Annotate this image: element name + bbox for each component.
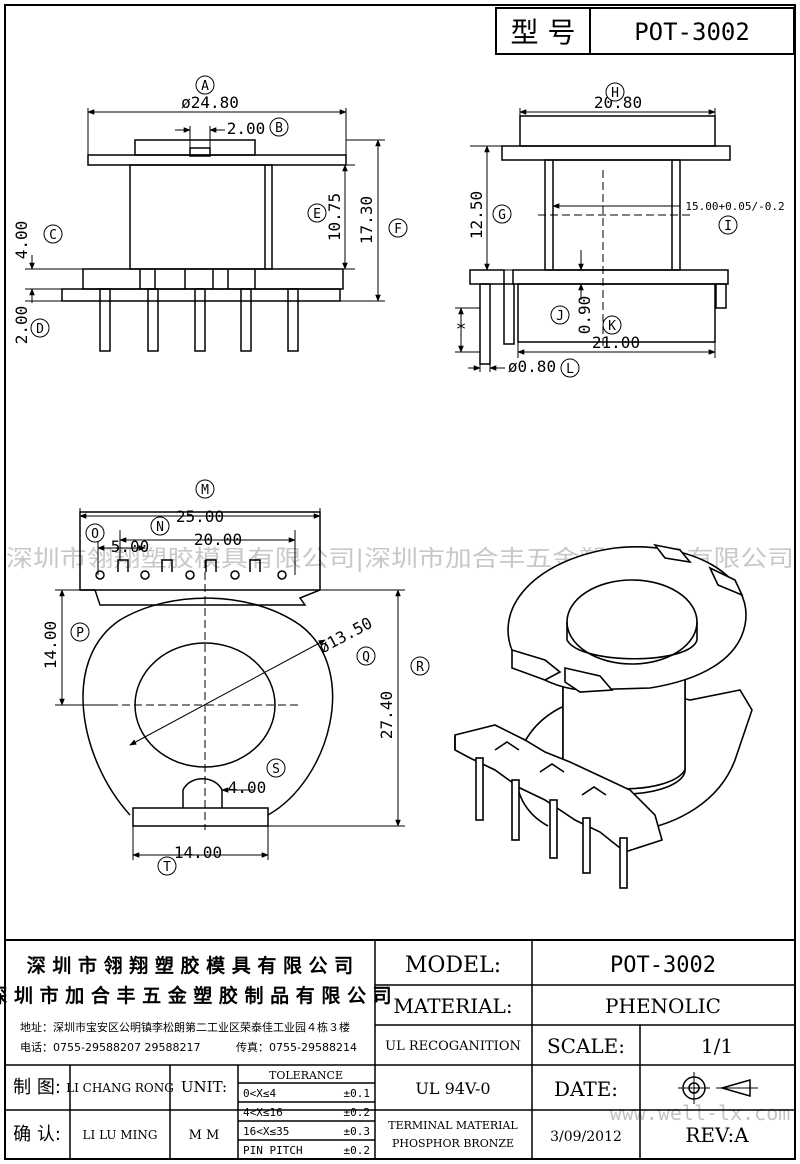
company-address: 地址：深圳市宝安区公明镇李松朗第二工业区荣泰佳工业园４栋３楼	[20, 1020, 350, 1034]
material-value: PHENOLIC	[605, 994, 721, 1018]
front-view	[25, 108, 385, 352]
callout-h: H	[611, 86, 619, 101]
unit-value: M M	[189, 1128, 220, 1143]
callout-t: T	[163, 860, 171, 875]
company-name-2: 深 圳 市 加 合 丰 五 金 塑 胶 制 品 有 限 公 司	[0, 984, 392, 1007]
callout-a: A	[201, 79, 209, 94]
dim-r: 27.40	[377, 691, 396, 739]
callout-f: F	[394, 222, 402, 237]
dim-g: 12.50	[467, 191, 486, 239]
front-view-callouts: A B E F C D	[30, 75, 408, 338]
dim-t: 14.00	[174, 843, 222, 862]
callout-p: P	[76, 626, 84, 641]
ul-value: UL 94V-0	[415, 1079, 490, 1098]
dim-m: 25.00	[176, 507, 224, 526]
front-view-labels: ø24.80 2.00 10.75 17.30 4.00 2.00	[12, 93, 376, 344]
callout-m: M	[201, 483, 209, 498]
projection-symbol-icon	[678, 1072, 758, 1104]
drawn-name: LI CHANG RONG	[66, 1081, 174, 1095]
callout-o: O	[91, 527, 99, 542]
bottom-view	[55, 508, 405, 860]
watermark-url: www.well-lx.com	[610, 1101, 791, 1125]
confirm-label: 确 认:	[13, 1124, 61, 1145]
dim-f: 17.30	[357, 196, 376, 244]
header-label: 型 号	[511, 16, 576, 49]
header-box: 型 号 POT-3002	[495, 7, 795, 55]
side-view	[455, 108, 731, 372]
side-view-callouts: H G I J K L	[492, 82, 738, 378]
bottom-view-callouts: M N O P Q R S T	[70, 479, 430, 876]
callout-q: Q	[362, 650, 370, 665]
unit-label: UNIT:	[181, 1078, 227, 1096]
dim-a: ø24.80	[181, 93, 239, 112]
company-phone: 电话：0755-29588207 29588217	[20, 1041, 200, 1054]
title-block-text: 深 圳 市 翎 翔 塑 胶 模 具 有 限 公 司 深 圳 市 加 合 丰 五 …	[0, 953, 749, 1157]
callout-i: I	[724, 219, 732, 234]
header-model: POT-3002	[634, 18, 750, 46]
tolerance-range-1: 0<X≤4	[243, 1087, 276, 1100]
dim-p: 14.00	[41, 621, 60, 669]
revision-value: REV:A	[685, 1123, 749, 1147]
tolerance-value-2: ±0.2	[344, 1106, 371, 1119]
model-value: POT-3002	[610, 953, 716, 978]
confirm-name: LI LU MING	[83, 1128, 158, 1142]
tolerance-value-3: ±0.3	[344, 1125, 371, 1138]
callout-n: N	[156, 520, 164, 535]
tolerance-label: TOLERANCE	[269, 1069, 343, 1082]
company-name-1: 深 圳 市 翎 翔 塑 胶 模 具 有 限 公 司	[27, 954, 353, 977]
tolerance-range-4: PIN PITCH	[243, 1144, 303, 1157]
dim-s: 4.00	[228, 778, 267, 797]
dim-c: 4.00	[12, 221, 31, 260]
dim-d: 2.00	[12, 306, 31, 345]
material-label: MATERIAL:	[393, 994, 512, 1018]
ul-label: UL RECOGANITION	[385, 1039, 521, 1054]
callout-s: S	[272, 762, 280, 777]
tolerance-value-4: ±0.2	[344, 1144, 371, 1157]
title-block	[5, 939, 795, 1159]
callout-g: G	[498, 208, 506, 223]
callout-b: B	[275, 121, 283, 136]
date-value: 3/09/2012	[550, 1129, 622, 1145]
side-view-labels: 20.80 12.50 15.00+0.05/-0.2 0.90 21.00 ø…	[456, 93, 785, 376]
callout-d: D	[36, 322, 44, 337]
tolerance-value-1: ±0.1	[344, 1087, 371, 1100]
dim-o: 5.00	[111, 537, 150, 556]
terminal-line-2: PHOSPHOR BRONZE	[392, 1137, 514, 1150]
scale-label: SCALE:	[547, 1034, 625, 1058]
date-label: DATE:	[554, 1077, 618, 1101]
tolerance-range-3: 16<X≤35	[243, 1125, 289, 1138]
dim-i: 15.00+0.05/-0.2	[685, 200, 784, 213]
dim-l: ø0.80	[508, 357, 556, 376]
model-label: MODEL:	[405, 953, 501, 978]
page-frame	[4, 4, 796, 1160]
terminal-line-1: TERMINAL MATERIAL	[388, 1119, 518, 1132]
callout-l: L	[566, 362, 574, 377]
isometric-view	[454, 543, 753, 889]
callout-j: J	[556, 309, 564, 324]
scale-value: 1/1	[701, 1034, 733, 1058]
dim-b: 2.00	[227, 119, 266, 138]
callout-e: E	[313, 207, 321, 222]
dim-h: 20.80	[594, 93, 642, 112]
dim-k: 21.00	[592, 333, 640, 352]
dim-n: 20.00	[194, 530, 242, 549]
drawn-label: 制 图:	[13, 1077, 61, 1098]
callout-r: R	[416, 660, 424, 675]
callout-k: K	[608, 319, 616, 334]
tolerance-range-2: 4<X≤16	[243, 1106, 283, 1119]
company-fax: 传真：0755-29588214	[236, 1040, 357, 1054]
dim-star: *	[456, 319, 467, 340]
dim-e: 10.75	[325, 193, 344, 241]
callout-c: C	[49, 228, 57, 243]
dim-j: 0.90	[575, 296, 594, 335]
